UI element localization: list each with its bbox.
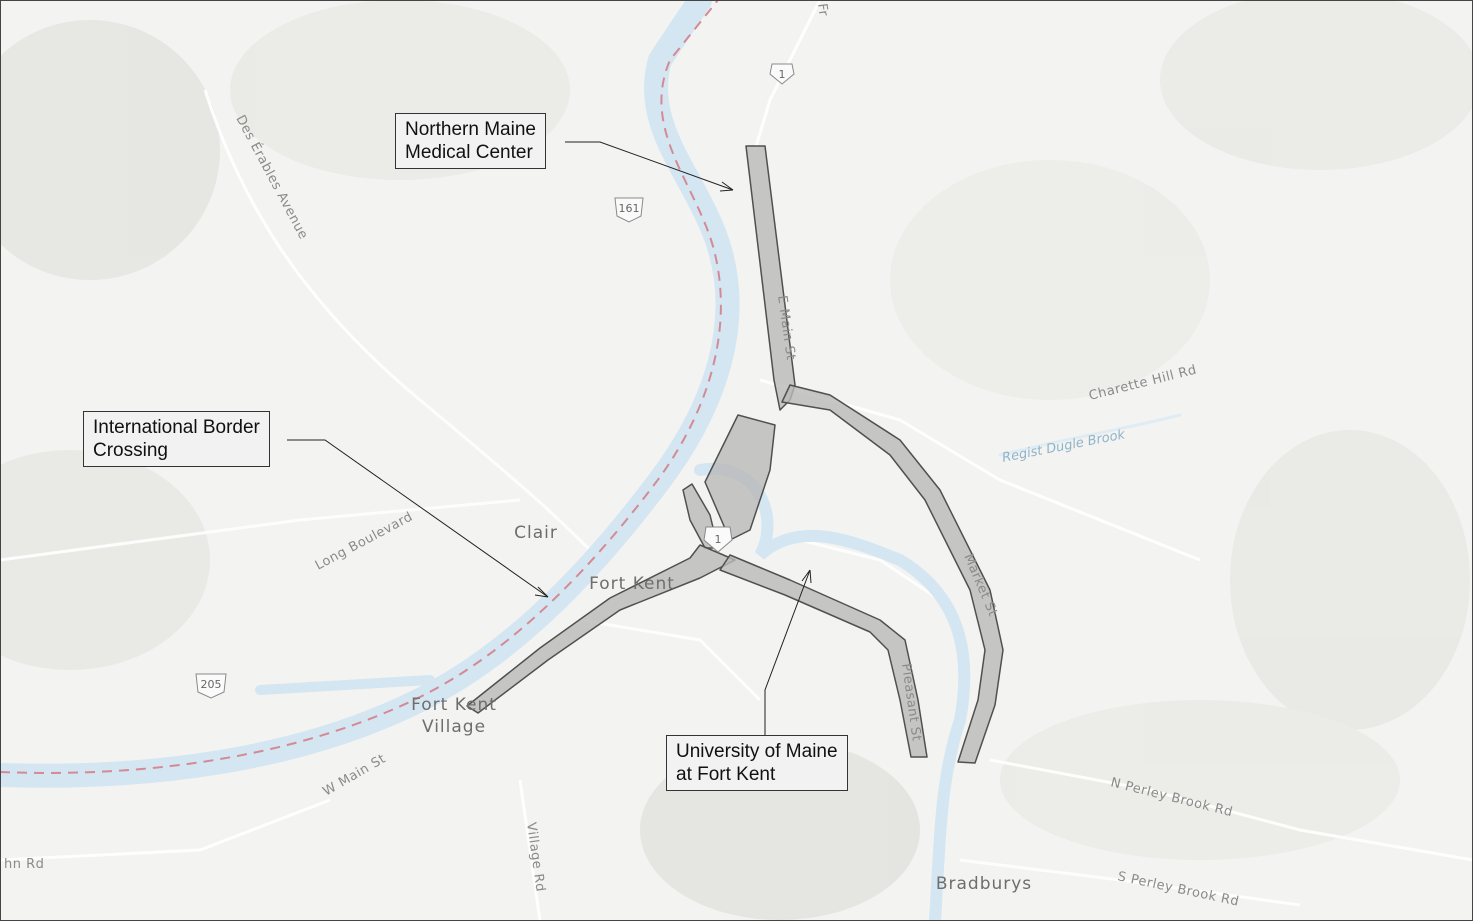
svg-text:205: 205: [201, 678, 222, 691]
place-label-fort-kent: Fort Kent: [589, 574, 675, 594]
place-label-fort-kent-village-line1: Fort Kent: [411, 695, 497, 715]
corridor-central-area[interactable]: [704, 414, 776, 541]
callout-line: International Border: [93, 417, 260, 438]
callout-line: University of Maine: [676, 741, 838, 762]
leader-border-crossing-arrowhead: [534, 586, 549, 598]
us1-shield-top: 1: [769, 63, 795, 85]
corridor-pleasant-st[interactable]: [719, 554, 928, 758]
international-border-line: [0, 0, 722, 774]
svg-text:1: 1: [779, 68, 786, 81]
leader-university-arrowhead: [801, 569, 812, 584]
callout-line: Crossing: [93, 440, 168, 461]
road-label-fr-top: Fr: [814, 2, 831, 17]
corridor-e-main-st[interactable]: [745, 145, 796, 411]
us1-shield-center: 1: [703, 526, 733, 553]
callout-line: Northern Maine: [405, 119, 536, 140]
place-label-clair: Clair: [514, 523, 558, 543]
callout-northern-maine-medical-center: Northern Maine Medical Center: [395, 113, 546, 169]
svg-text:1: 1: [715, 533, 722, 546]
callout-university-of-maine-fort-kent: University of Maine at Fort Kent: [666, 735, 848, 791]
road-label-w-main-st: W Main St: [321, 751, 389, 799]
corridor-market-st[interactable]: [781, 384, 1004, 764]
road-label-village-rd: Village Rd: [523, 821, 548, 892]
svg-text:161: 161: [619, 202, 640, 215]
route205-shield: 205: [195, 673, 227, 699]
callout-international-border-crossing: International Border Crossing: [83, 411, 270, 467]
leader-medical-center: [565, 141, 734, 191]
water-label-brook: Regist Dugle Brook: [1001, 427, 1127, 466]
corridor-w-main-st[interactable]: [466, 544, 736, 714]
route161-shield: 161: [614, 197, 644, 223]
road-label-s-perley-brook-rd: S Perley Brook Rd: [1116, 869, 1240, 909]
study-corridor[interactable]: [466, 145, 1004, 764]
callout-line: at Fort Kent: [676, 764, 776, 785]
road-label-long-boulevard: Long Boulevard: [313, 509, 416, 573]
place-label-fort-kent-village-line2: Village: [422, 717, 486, 737]
road-label-hn-rd: hn Rd: [4, 857, 44, 872]
callout-line: Medical Center: [405, 142, 533, 163]
place-label-bradburys: Bradburys: [936, 874, 1032, 894]
leader-medical-center-arrowhead: [719, 181, 734, 192]
leader-university: [764, 569, 811, 735]
rivers: [0, 0, 1182, 921]
leader-border-crossing: [287, 439, 549, 598]
callout-leaders: [287, 141, 812, 735]
